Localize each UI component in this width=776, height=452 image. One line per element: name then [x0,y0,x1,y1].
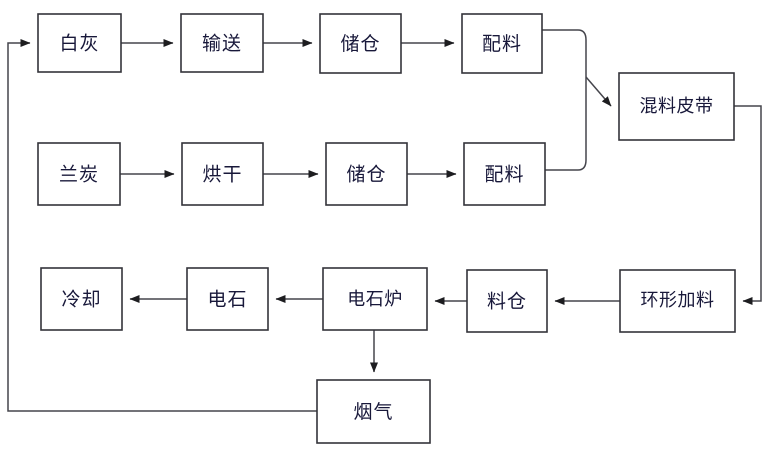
node-dianshi[interactable]: 电石 [186,267,269,331]
node-peiliao-2[interactable]: 配料 [463,142,546,206]
node-label-hongan: 烘干 [202,164,242,186]
node-layer: 白灰 输送 储仓 配料 混料皮带 兰炭 [37,13,736,444]
node-dianshilu[interactable]: 电石炉 [322,267,428,331]
node-liaocang[interactable]: 料仓 [466,269,548,333]
node-label-huanxingjialiao: 环形加料 [641,290,715,311]
node-label-peiliao-1: 配料 [482,33,522,55]
node-label-lengque: 冷却 [61,289,101,311]
edge-layer [7,29,762,412]
edge-hunliaopidai-to-huanxingjialiao [734,105,762,305]
node-label-yanqi: 烟气 [353,401,393,423]
node-label-hunliaopidai: 混料皮带 [640,96,714,117]
node-chucang-1[interactable]: 储仓 [319,13,402,74]
node-label-baihui: 白灰 [59,33,99,55]
node-label-dianshilu: 电石炉 [347,289,403,310]
edge-merge-to-hunliaopidai [585,76,612,107]
node-huanxingjialiao[interactable]: 环形加料 [619,269,736,333]
node-lengque[interactable]: 冷却 [40,267,123,331]
node-label-peiliao-2: 配料 [484,164,524,186]
node-label-dianshi: 电石 [207,289,247,311]
node-hunliaopidai[interactable]: 混料皮带 [618,72,735,141]
node-shusong[interactable]: 输送 [180,13,264,73]
node-yanqi[interactable]: 烟气 [316,379,431,444]
node-label-shusong: 输送 [202,33,242,55]
node-label-liaocang: 料仓 [487,291,527,313]
node-baihui[interactable]: 白灰 [37,13,122,73]
node-label-chucang-2: 储仓 [346,164,386,186]
node-label-lantan: 兰炭 [59,164,99,186]
node-label-chucang-1: 储仓 [340,33,380,55]
node-hongan[interactable]: 烘干 [181,142,264,206]
node-chucang-2[interactable]: 储仓 [325,142,408,206]
edge-peiliao1-merge-rail [542,29,587,171]
edge-yanqi-to-baihui [7,39,317,412]
node-peiliao-1[interactable]: 配料 [461,13,543,74]
node-lantan[interactable]: 兰炭 [37,142,121,206]
